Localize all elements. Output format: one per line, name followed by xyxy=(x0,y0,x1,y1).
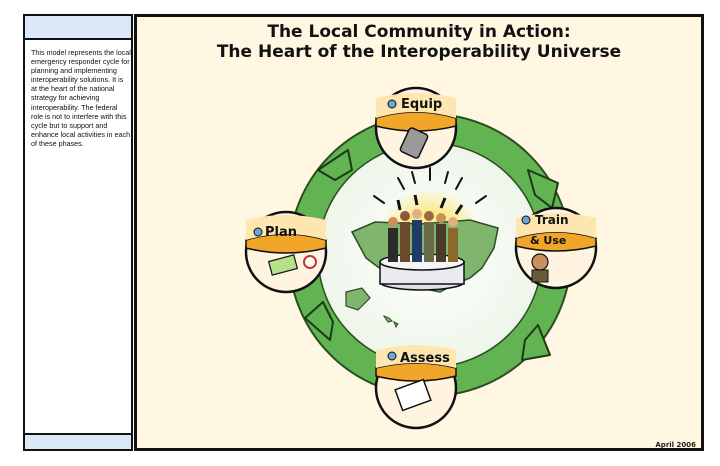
sidebar-header xyxy=(25,16,131,40)
cycle-arrows xyxy=(304,149,559,361)
trainer-person-icon xyxy=(531,253,549,271)
plan-document-icon xyxy=(267,254,299,276)
info-sidebar: This model represents the local emergenc… xyxy=(23,14,133,451)
title-line-2: The Heart of the Interoperability Univer… xyxy=(216,42,622,62)
checklist-icon xyxy=(394,378,432,412)
arrow-train-to-assess xyxy=(521,324,551,361)
arrow-assess-to-plan xyxy=(304,301,334,341)
assess-dot-icon xyxy=(387,351,397,361)
title-line-1: The Local Community in Action: xyxy=(267,22,571,42)
plan-label: Plan xyxy=(265,225,297,240)
node-assess: Assess xyxy=(374,345,458,430)
train-label: Train xyxy=(535,213,569,227)
hawaii-map-icon xyxy=(382,314,399,329)
equip-dot-icon xyxy=(387,99,397,109)
arrow-plan-to-equip xyxy=(317,149,353,181)
sidebar-footer xyxy=(25,433,131,449)
plan-dot-icon xyxy=(253,227,263,237)
use-label: & Use xyxy=(530,234,566,247)
diagram-title: The Local Community in Action: The Heart… xyxy=(134,22,704,62)
sidebar-description: This model represents the local emergenc… xyxy=(31,48,131,148)
target-icon xyxy=(303,255,317,269)
node-equip: Equip xyxy=(374,86,458,170)
alaska-map-icon xyxy=(345,287,371,311)
node-train-use: Train & Use xyxy=(514,206,598,290)
radio-device-icon xyxy=(399,127,429,159)
community-people-icon xyxy=(379,194,465,291)
sun-rays xyxy=(373,167,487,204)
equip-label: Equip xyxy=(401,97,442,112)
train-dot-icon xyxy=(521,215,531,225)
node-plan: Plan xyxy=(244,210,328,294)
assess-label: Assess xyxy=(400,351,450,366)
date-stamp: April 2006 xyxy=(655,441,696,449)
